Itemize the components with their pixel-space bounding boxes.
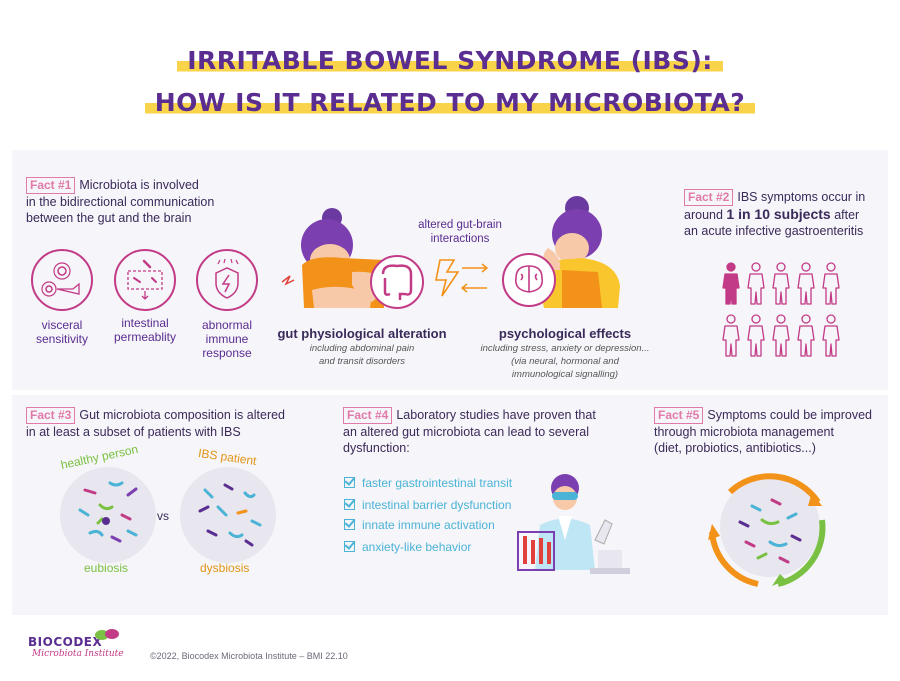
fact1-line2: in the bidirectional communication <box>26 195 215 209</box>
person-icon <box>822 314 840 357</box>
checkbox-icon <box>344 477 355 488</box>
fact2-highlight: 1 in 10 subjects <box>726 206 831 222</box>
person-icon <box>747 262 765 305</box>
person-icon <box>772 262 790 305</box>
person-icon <box>797 314 815 357</box>
dysbiosis-label: dysbiosis <box>200 561 250 575</box>
fact2-line3: an acute infective gastroenteritis <box>684 224 864 238</box>
fact3-line2: in at least a subset of patients with IB… <box>26 425 241 439</box>
fact5-line2: through microbiota management <box>654 425 834 439</box>
check-item: anxiety-like behavior <box>344 540 471 554</box>
person-icon <box>822 262 840 305</box>
person-icon <box>797 262 815 305</box>
check-item: intestinal barrier dysfunction <box>344 498 511 512</box>
psychological-heading: psychological effects <box>498 326 632 341</box>
person-icon <box>747 314 765 357</box>
fact5-tag: Fact #5 <box>654 407 704 424</box>
check-item: faster gastrointestinal transit <box>344 476 512 490</box>
checkbox-icon <box>344 519 355 530</box>
people-grid <box>720 262 850 362</box>
fact1-line3: between the gut and the brain <box>26 211 192 225</box>
checkbox-icon <box>344 541 355 552</box>
fact4-line2: an altered gut microbiota can lead to se… <box>343 425 589 439</box>
intestinal-permeability-icon <box>114 249 176 311</box>
person-icon <box>722 314 740 357</box>
microbiota-comparison <box>60 467 276 563</box>
immune-response-icon <box>196 249 258 311</box>
fact1-tag: Fact #1 <box>26 177 76 194</box>
logo-main: BIOCODEX <box>28 635 103 649</box>
checkbox-icon <box>344 499 355 510</box>
person-highlighted-icon <box>722 262 740 305</box>
psychological-sub: including stress, anxiety or depression.… <box>480 343 650 380</box>
gut-brain-illustration <box>281 196 620 309</box>
microbiota-cycle-illustration <box>708 473 826 587</box>
fact2-line1: IBS symptoms occur in <box>737 190 866 204</box>
fact4-tag: Fact #4 <box>343 407 393 424</box>
copyright: ©2022, Biocodex Microbiota Institute – B… <box>150 651 348 661</box>
page-title-line2: HOW IS IT RELATED TO MY MICROBIOTA? <box>144 88 756 117</box>
fact3-tag: Fact #3 <box>26 407 76 424</box>
scientist-illustration <box>517 474 630 574</box>
fact4-line3: dysfunction: <box>343 441 410 455</box>
page-title-line1: IRRITABLE BOWEL SYNDROME (IBS): <box>177 46 723 75</box>
check-item: innate immune activation <box>344 518 495 532</box>
person-icon <box>772 314 790 357</box>
visceral-sensitivity-icon <box>31 249 93 311</box>
title-line-1: IRRITABLE BOWEL SYNDROME (IBS): <box>0 46 900 75</box>
fact5-line3: (diet, probiotics, antibiotics...) <box>654 441 816 455</box>
logo-leaf-icon <box>95 629 119 640</box>
eubiosis-label: eubiosis <box>84 561 129 575</box>
logo-sub: Microbiota Institute <box>32 649 124 659</box>
fact5-line1: Symptoms could be improved <box>707 408 873 422</box>
vs-label: vs <box>157 509 169 523</box>
title-line-2: HOW IS IT RELATED TO MY MICROBIOTA? <box>0 88 900 117</box>
fact4-line1: Laboratory studies have proven that <box>396 408 596 422</box>
gut-physiological-heading: gut physiological alteration <box>277 326 447 341</box>
fact2-prefix: around <box>684 208 723 222</box>
fact2-suffix: after <box>834 208 860 222</box>
fact1-line1: Microbiota is involved <box>79 178 199 192</box>
fact3-line1: Gut microbiota composition is altered <box>79 408 286 422</box>
fact2-tag: Fact #2 <box>684 189 734 206</box>
